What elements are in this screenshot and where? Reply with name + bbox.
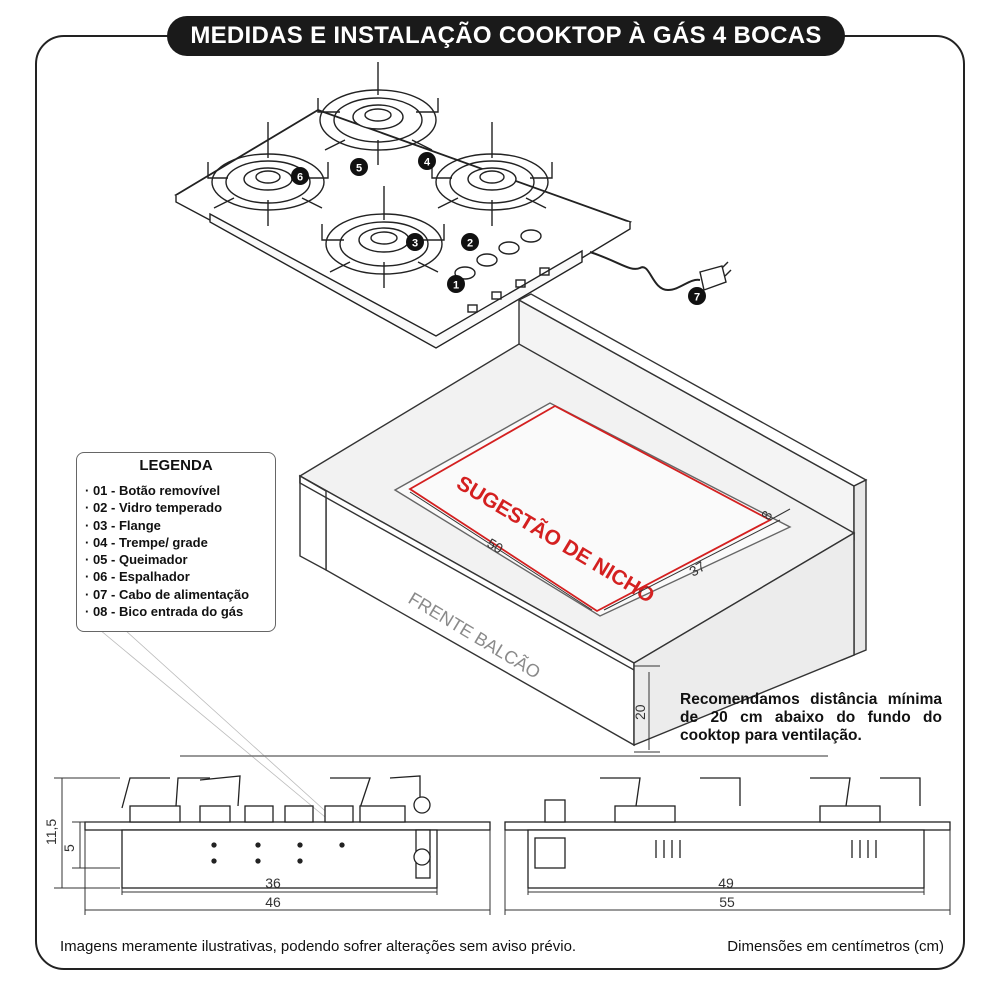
niche-dimensions — [409, 491, 791, 611]
svg-text:7: 7 — [694, 292, 700, 304]
clearance-dimension — [634, 665, 660, 753]
niche-depth-label: 37 — [686, 558, 708, 580]
burner-5 — [317, 62, 439, 165]
svg-text:2: 2 — [467, 238, 473, 250]
page-title: MEDIDAS E INSTALAÇÃO COOKTOP À GÁS 4 BOC… — [167, 16, 845, 56]
leader-line — [124, 629, 365, 847]
disclaimer-text: Imagens meramente ilustrativas, podendo … — [60, 938, 577, 955]
side-inner-width-label: 36 — [265, 875, 281, 891]
legend-item: 01 - Botão removível — [85, 482, 275, 499]
leader-line — [99, 629, 361, 847]
burner-4 — [431, 122, 553, 226]
side-total-width-label: 46 — [265, 894, 281, 910]
svg-text:6: 6 — [297, 172, 303, 184]
front-view-drawing — [504, 777, 951, 889]
side-view-dimensions — [54, 777, 491, 915]
cooktop-illustration — [174, 62, 732, 349]
side-height-body-label: 5 — [61, 844, 77, 852]
callout-7: 7 — [688, 287, 706, 305]
legend-item: 03 - Flange — [85, 517, 275, 534]
callout-2: 2 — [461, 233, 479, 251]
svg-text:1: 1 — [453, 280, 459, 292]
niche-width-label: 50 — [484, 535, 506, 557]
svg-text:3: 3 — [412, 238, 418, 250]
front-total-width-label: 55 — [719, 894, 735, 910]
power-plug — [699, 265, 727, 291]
callout-4: 4 — [418, 152, 436, 170]
front-inner-width-label: 49 — [718, 875, 734, 891]
side-height-total-label: 11,5 — [43, 819, 59, 845]
legend-item: 04 - Trempe/ grade — [85, 534, 275, 551]
burner-3 — [321, 186, 445, 288]
side-view-drawing — [84, 775, 491, 889]
ventilation-note: Recomendamos distância mínima de 20 cm a… — [680, 691, 942, 744]
countertop-illustration — [298, 293, 868, 747]
legend-item: 06 - Espalhador — [85, 568, 275, 585]
callout-1: 1 — [447, 275, 465, 293]
legend-item: 08 - Bico entrada do gás — [85, 603, 275, 620]
front-view-dimensions — [504, 830, 951, 915]
callout-5: 5 — [350, 158, 368, 176]
svg-text:4: 4 — [424, 157, 431, 169]
legend-box: LEGENDA 01 - Botão removível 02 - Vidro … — [76, 452, 276, 632]
legend-title: LEGENDA — [139, 457, 213, 474]
legend-item: 02 - Vidro temperado — [85, 499, 275, 516]
callout-6: 6 — [291, 167, 309, 185]
units-text: Dimensões em centímetros (cm) — [727, 938, 944, 955]
callout-3: 3 — [406, 233, 424, 251]
power-cable — [589, 251, 701, 292]
legend-item: 05 - Queimador — [85, 551, 275, 568]
legend-item: 07 - Cabo de alimentação — [85, 586, 275, 603]
clearance-label: 20 — [632, 704, 648, 720]
control-knobs — [454, 229, 550, 313]
svg-text:5: 5 — [356, 163, 362, 175]
legend-list: 01 - Botão removível 02 - Vidro temperad… — [85, 482, 275, 620]
